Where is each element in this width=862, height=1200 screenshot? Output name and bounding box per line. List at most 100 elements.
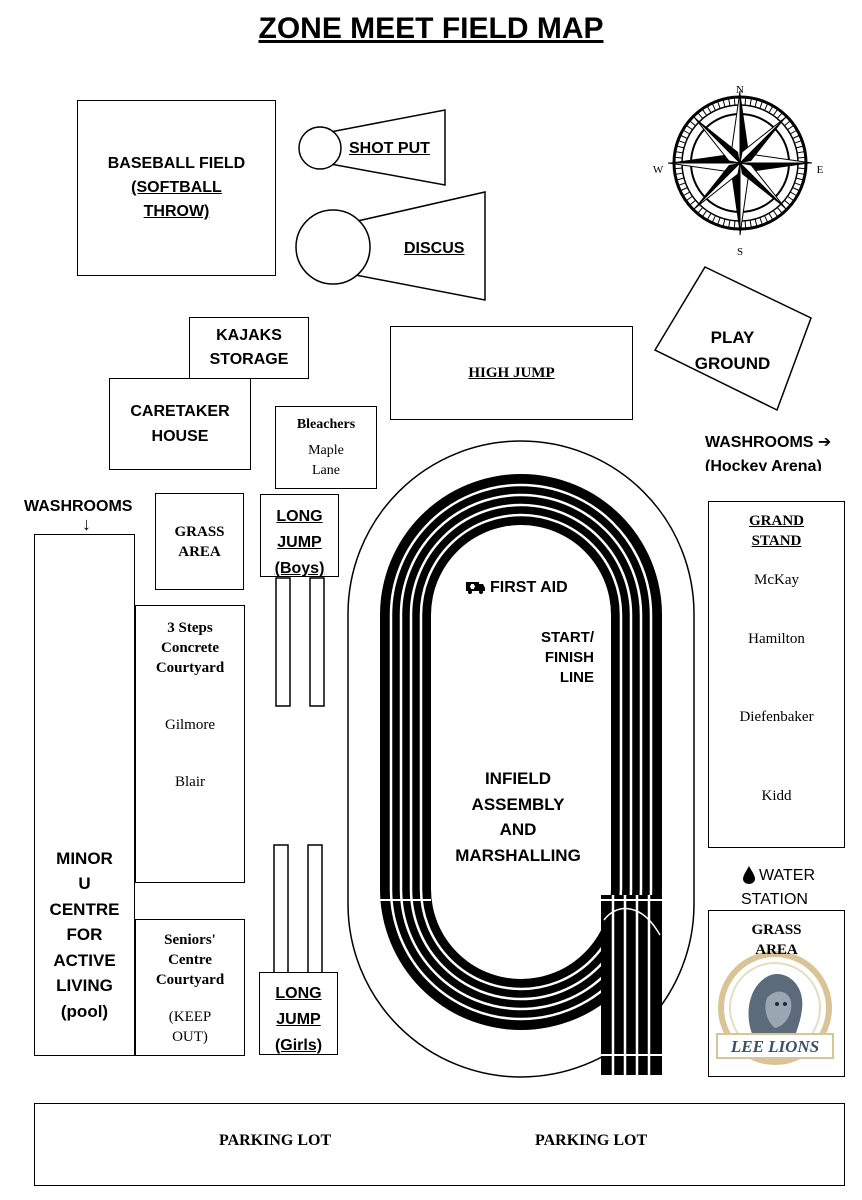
compass-tick (795, 145, 804, 149)
minor-line-6: (pool) (60, 1001, 109, 1021)
grass-west-line2: AREA (178, 543, 221, 560)
seniors-line1: Seniors' (164, 932, 216, 948)
playground-line2: GROUND (694, 354, 771, 373)
washrooms-east-line2: (Hockey Arena) (705, 458, 822, 471)
washrooms-west-line1: WASHROOMS (24, 498, 133, 515)
start-finish-line3: LINE (559, 669, 594, 686)
compass-tick (795, 177, 804, 181)
discus-circle (295, 209, 371, 285)
courtyard-name2: Blair (175, 774, 205, 790)
long-jump-girls: LONG JUMP (Girls) (259, 972, 338, 1055)
grass-east-line1: GRASS (751, 922, 802, 938)
compass-tick (685, 195, 693, 202)
compass-tick (674, 167, 683, 170)
compass-tick (711, 102, 716, 111)
lee-lions-logo: LEE LIONS (716, 951, 834, 1065)
concrete-courtyard: 3 Steps Concrete Courtyard Gilmore Blair (135, 605, 245, 883)
compass-tick (697, 207, 704, 214)
compass-tick (772, 108, 779, 116)
courtyard-name1: Gilmore (165, 717, 215, 733)
compass-tick (682, 129, 691, 135)
running-track (347, 440, 695, 1078)
compass-tick (768, 212, 774, 221)
compass-tick (722, 99, 726, 108)
compass-tick (676, 145, 685, 149)
compass-tick (722, 218, 726, 227)
long-jump-girls-line1: LONG (275, 985, 322, 1002)
first-aid-label: FIRST AID (490, 579, 568, 596)
compass-tick (733, 97, 736, 106)
compass-n: N (736, 84, 744, 96)
compass-tick (728, 220, 731, 229)
caretaker-line1: CARETAKER (130, 403, 230, 420)
compass-tick (733, 220, 736, 229)
compass-tick (789, 129, 798, 135)
grand-stand-section-0: McKay (754, 572, 799, 588)
page-title: ZONE MEET FIELD MAP (258, 12, 604, 45)
compass-tick (706, 105, 712, 114)
infield-line1: INFIELD (484, 769, 552, 788)
kajaks-line2: STORAGE (209, 351, 289, 368)
compass-tick (787, 195, 795, 202)
playground-label: PLAY GROUND (680, 325, 785, 377)
washrooms-hockey-arena: WASHROOMS ➔ (Hockey Arena) (705, 431, 862, 471)
compass-tick (784, 120, 791, 127)
compass-tick (787, 124, 795, 131)
compass-tick (794, 139, 803, 144)
minor-line-5: LIVING (56, 976, 113, 996)
compass-tick (754, 99, 758, 108)
seniors-line5: OUT) (172, 1029, 208, 1045)
washrooms-east-line1: WASHROOMS ➔ (705, 434, 832, 451)
compass-tick (682, 191, 691, 197)
compass-rose: N S E W (653, 84, 824, 258)
compass-tick (744, 97, 747, 106)
compass-tick (794, 182, 803, 187)
long-jump-boys: LONG JUMP (Boys) (260, 494, 339, 577)
long-jump-girls-line2: JUMP (276, 1011, 321, 1028)
compass-tick (792, 134, 801, 139)
caretaker-house: CARETAKER HOUSE (109, 378, 251, 470)
compass-tick (701, 210, 708, 218)
water-station-line1: WATER (759, 867, 815, 884)
compass-tick (697, 112, 704, 119)
grand-stand-line1: GRAND (749, 513, 804, 529)
grass-west-line1: GRASS (174, 523, 225, 540)
compass-tick (776, 112, 783, 119)
compass-tick (772, 210, 779, 218)
compass-tick (674, 156, 683, 159)
courtyard-line2: Concrete (160, 640, 220, 656)
shot-put-label: SHOT PUT (349, 140, 430, 157)
compass-tick (676, 177, 685, 181)
compass-s: S (737, 246, 743, 258)
compass-tick (768, 105, 774, 114)
long-jump-boys-line2: JUMP (277, 534, 322, 551)
compass-tick (679, 187, 688, 192)
discus-label: DISCUS (404, 240, 465, 257)
compass-tick (711, 215, 716, 224)
grass-area-east: GRASS AREA (708, 910, 845, 1077)
long-jump-boys-line1: LONG (276, 508, 323, 525)
compass-tick (749, 220, 752, 229)
water-station-label: WATER STATION (741, 864, 841, 912)
parking-lot: PARKING LOT PARKING LOT (34, 1103, 845, 1186)
ambulance-icon (466, 582, 485, 594)
grand-stand-section-2: Diefenbaker (739, 709, 814, 725)
compass-tick (764, 215, 769, 224)
start-finish-line2: FINISH (544, 649, 594, 666)
minor-line-2: CENTRE (49, 899, 120, 919)
baseball-field: BASEBALL FIELD (SOFTBALL THROW) (77, 100, 276, 276)
playground-shape (653, 266, 812, 412)
parking-label-2: PARKING LOT (535, 1132, 648, 1149)
compass-tick (716, 217, 721, 226)
compass-tick (789, 191, 798, 197)
compass-tick (679, 134, 688, 139)
compass-tick (797, 172, 806, 175)
infield-label: INFIELD ASSEMBLY AND MARSHALLING (440, 766, 596, 868)
minor-line-0: MINOR (56, 848, 113, 868)
compass-tick (784, 199, 791, 206)
infield-line4: MARSHALLING (455, 845, 581, 865)
compass-tick (685, 124, 693, 131)
minor-line-3: FOR (66, 925, 103, 945)
seniors-line4: (KEEP (168, 1009, 212, 1025)
